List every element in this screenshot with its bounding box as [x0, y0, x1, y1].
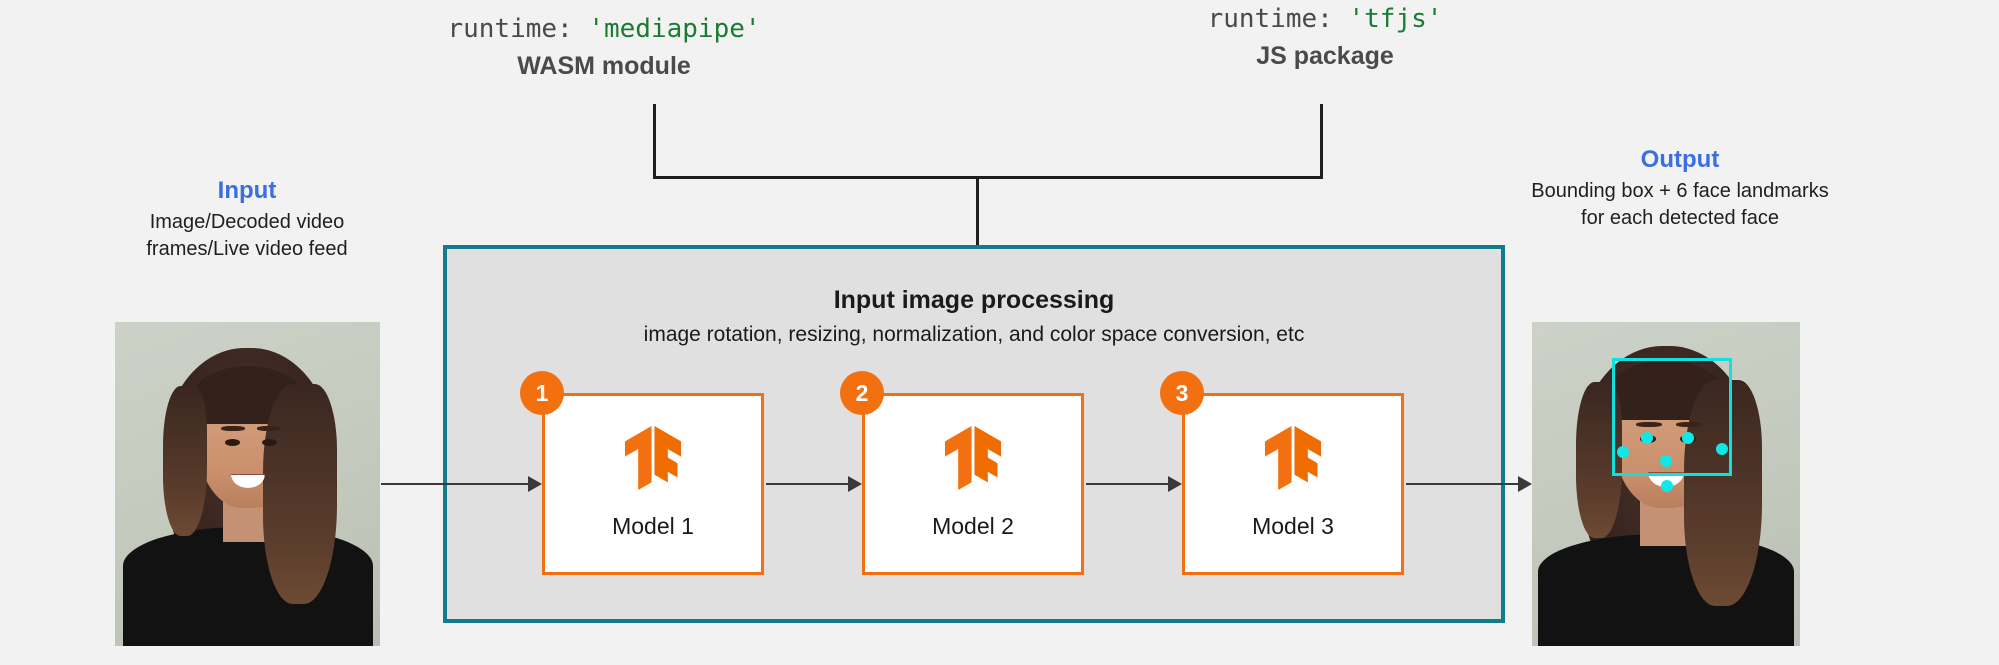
output-title: Output [1640, 146, 1720, 173]
connector-right-leg [1320, 104, 1323, 178]
arrow-model3-to-output-line [1406, 483, 1518, 485]
photo-eye-right [262, 439, 277, 446]
model-badge-3: 3 [1160, 371, 1204, 415]
input-photo [115, 322, 380, 646]
processing-title: Input image processing [833, 286, 1115, 314]
output-photo [1532, 322, 1800, 646]
output-caption: Output Bounding box + 6 face landmarks f… [1530, 145, 1830, 232]
model-card-2[interactable]: Model 2 [862, 393, 1084, 575]
runtime-code-prefix: runtime: [1207, 4, 1333, 34]
photo-brow-left [221, 426, 245, 431]
photo-torso [122, 527, 373, 646]
model-label-3: Model 3 [1252, 513, 1334, 539]
input-caption: Input Image/Decoded video frames/Live vi… [97, 176, 397, 263]
model-card-3[interactable]: Model 3 [1182, 393, 1404, 575]
input-title: Input [217, 177, 277, 204]
model-card-1[interactable]: Model 1 [542, 393, 764, 575]
photo-brow-right [1676, 422, 1702, 427]
runtime-code-prefix: runtime: [447, 14, 573, 44]
photo-hair-left [163, 386, 207, 536]
landmark-eye-right [1682, 432, 1694, 444]
tensorflow-logo-icon [1265, 426, 1321, 495]
model-label-1: Model 1 [612, 513, 694, 539]
arrow-model2-to-model3-head [1168, 476, 1182, 492]
runtime-code-tfjs: runtime: 'tfjs' [1115, 2, 1535, 36]
runtime-label-mediapipe: runtime: 'mediapipe' WASM module [394, 12, 814, 82]
runtime-kind-wasm: WASM module [517, 52, 691, 80]
landmark-ear-right [1716, 443, 1728, 455]
landmark-ear-left [1617, 446, 1629, 458]
runtime-code-value: 'tfjs' [1348, 4, 1443, 34]
landmark-nose [1660, 455, 1672, 467]
photo-hair-right [1684, 380, 1762, 606]
runtime-label-tfjs: runtime: 'tfjs' JS package [1115, 2, 1535, 72]
tensorflow-logo-icon [945, 426, 1001, 495]
landmark-eye-left [1641, 432, 1653, 444]
photo-mouth [230, 474, 265, 488]
arrow-model2-to-model3-line [1086, 483, 1168, 485]
input-description: Image/Decoded video frames/Live video fe… [146, 211, 348, 260]
runtime-code-mediapipe: runtime: 'mediapipe' [394, 12, 814, 46]
connector-horizontal-bar [653, 176, 1323, 179]
processing-subtitle: image rotation, resizing, normalization,… [643, 323, 1305, 346]
photo-brow-left [1636, 422, 1662, 427]
photo-hair-right [263, 384, 337, 604]
landmark-mouth [1661, 480, 1673, 492]
output-description: Bounding box + 6 face landmarks for each… [1531, 180, 1829, 229]
tensorflow-logo-icon [625, 426, 681, 495]
connector-left-leg [653, 104, 656, 178]
model-badge-2: 2 [840, 371, 884, 415]
face-bounding-box [1612, 358, 1732, 476]
connector-center-stem [976, 176, 979, 246]
model-label-2: Model 2 [932, 513, 1014, 539]
model-badge-1: 1 [520, 371, 564, 415]
photo-eye-left [225, 439, 240, 446]
runtime-kind-jspackage: JS package [1256, 42, 1394, 70]
arrow-input-to-model1-head [528, 476, 542, 492]
arrow-model3-to-output-head [1518, 476, 1532, 492]
photo-brow-right [257, 426, 281, 431]
arrow-input-to-model1-line [381, 483, 528, 485]
arrow-model1-to-model2-head [848, 476, 862, 492]
runtime-code-value: 'mediapipe' [588, 14, 761, 44]
arrow-model1-to-model2-line [766, 483, 848, 485]
